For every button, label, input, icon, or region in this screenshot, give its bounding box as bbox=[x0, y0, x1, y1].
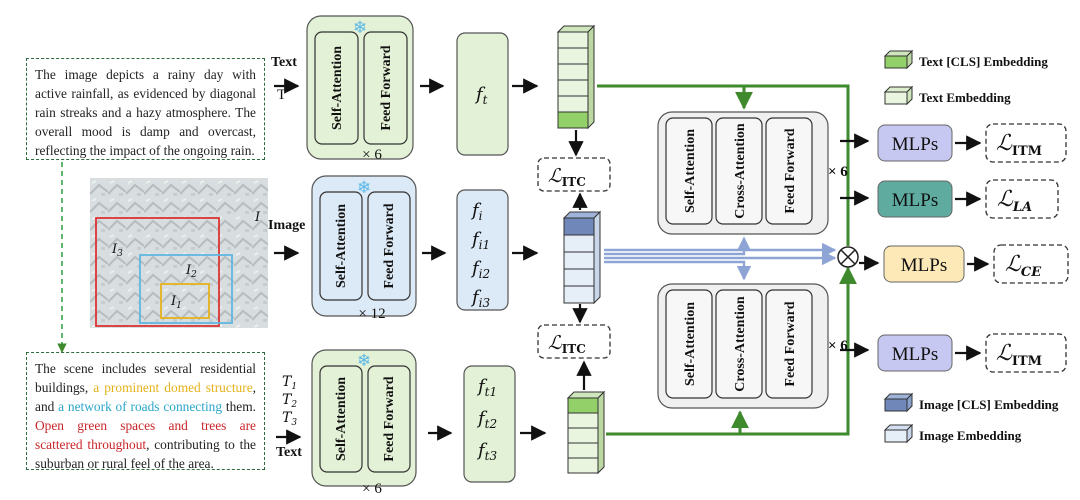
image-encoder: Self-Attention Feed Forward ❄ × 12 bbox=[311, 175, 417, 322]
svg-text:ℒCE: ℒCE bbox=[1005, 252, 1042, 280]
mlp-head-la: MLPs bbox=[877, 180, 953, 218]
top-caption-box: The image depicts a rainy day with activ… bbox=[26, 58, 265, 160]
self-attention-label: Self-Attention bbox=[334, 204, 349, 288]
frozen-snowflake-icon: ❄ bbox=[357, 178, 371, 197]
mlp-head-ce: MLPs bbox=[883, 245, 965, 283]
svg-text:MLPs: MLPs bbox=[892, 134, 938, 155]
text-encoder-top: Self-Attention Feed Forward ❄ × 6 bbox=[306, 15, 414, 163]
text-encoder-bottom: Self-Attention Feed Forward ❄ × 6 bbox=[311, 349, 417, 497]
region-label-i3: I3 bbox=[111, 242, 123, 259]
layer-count-x6: × 6 bbox=[828, 164, 848, 180]
text-input-label-bottom: Text bbox=[276, 445, 302, 460]
svg-text:MLPs: MLPs bbox=[892, 190, 938, 211]
region-label-i2: I2 bbox=[185, 263, 197, 280]
legend-image-emb: Image Embedding bbox=[883, 423, 1022, 444]
feature-ft-multi-box: ft1 ft2 ft3 bbox=[463, 365, 516, 483]
text-token-stack-bottom bbox=[566, 390, 606, 475]
image-input-label: Image bbox=[268, 218, 305, 233]
text-flow-lines bbox=[597, 84, 857, 436]
mlp-head-itm-top: MLPs bbox=[877, 124, 953, 162]
caption-plain-2: , and bbox=[35, 380, 257, 414]
self-attention-label: Self-Attention bbox=[334, 377, 349, 461]
feature-fi-box: fi fi1 fi2 fi3 bbox=[456, 189, 509, 311]
t3-label: T3 bbox=[282, 410, 297, 428]
self-attention-label: Self-Attention bbox=[330, 46, 345, 130]
fusion-multiply-node bbox=[837, 246, 859, 268]
region-box-i3 bbox=[95, 217, 220, 327]
svg-text:ℒITM: ℒITM bbox=[996, 131, 1042, 159]
aerial-image: I3 I2 I1 bbox=[90, 178, 268, 328]
legend-text-cls: Text [CLS] Embedding bbox=[883, 49, 1048, 70]
loss-la: ℒLA bbox=[985, 179, 1059, 219]
loss-itm-bottom: ℒITM bbox=[985, 333, 1067, 373]
svg-text:ℒITC: ℒITC bbox=[548, 332, 586, 356]
svg-text:ℒITM: ℒITM bbox=[996, 341, 1042, 369]
loss-itm-top: ℒITM bbox=[985, 123, 1067, 163]
feed-forward-label: Feed Forward bbox=[382, 203, 397, 288]
t1-label: T1 bbox=[282, 374, 297, 392]
feed-forward-label: Feed Forward bbox=[783, 301, 798, 386]
text-input-label: Text bbox=[271, 55, 297, 70]
frozen-snowflake-icon: ❄ bbox=[353, 18, 367, 37]
image-input-var: I bbox=[254, 210, 261, 225]
caption-highlight-roads: a network of roads connecting bbox=[58, 399, 223, 414]
svg-text:MLPs: MLPs bbox=[892, 344, 938, 365]
svg-text:ft3: ft3 bbox=[476, 440, 497, 463]
mlp-head-itm-bottom: MLPs bbox=[877, 334, 953, 372]
text-input-var: T bbox=[277, 87, 286, 103]
image-token-stack bbox=[562, 210, 602, 305]
caption-plain-1: The scene includes several residential b… bbox=[35, 361, 256, 395]
layer-count-x12: × 12 bbox=[358, 306, 385, 322]
cross-attention-label: Cross-Attention bbox=[733, 296, 748, 392]
feed-forward-label: Feed Forward bbox=[379, 45, 394, 130]
caption-plain-4: , contributing to the suburban or rural … bbox=[35, 437, 257, 471]
caption-plain-3: them. bbox=[222, 399, 256, 414]
region-box-i1 bbox=[160, 283, 210, 319]
layer-count-x6: × 6 bbox=[828, 338, 848, 354]
svg-text:ℒITC: ℒITC bbox=[548, 165, 586, 189]
svg-text:Text Embedding: Text Embedding bbox=[919, 90, 1011, 105]
layer-count-x6: × 6 bbox=[362, 481, 382, 497]
svg-text:ℒLA: ℒLA bbox=[997, 187, 1032, 215]
fusion-encoder-top: Self-Attention Cross-Attention Feed Forw… bbox=[657, 111, 848, 235]
region-box-i2 bbox=[139, 254, 233, 324]
self-attention-label: Self-Attention bbox=[683, 129, 698, 213]
self-attention-label: Self-Attention bbox=[683, 302, 698, 386]
loss-itc-top: ℒITC bbox=[537, 157, 611, 192]
feature-ft-box: ft bbox=[456, 32, 509, 156]
caption-highlight-domed: a prominent domed structure bbox=[93, 380, 253, 395]
fusion-encoder-bottom: Self-Attention Cross-Attention Feed Forw… bbox=[657, 283, 848, 409]
svg-text:Image [CLS] Embedding: Image [CLS] Embedding bbox=[919, 397, 1059, 412]
layer-count-x6: × 6 bbox=[362, 147, 382, 163]
t2-label: T2 bbox=[282, 392, 297, 410]
bottom-caption-box: The scene includes several residential b… bbox=[26, 352, 265, 471]
top-caption-text: The image depicts a rainy day with activ… bbox=[35, 67, 256, 158]
cross-attention-label: Cross-Attention bbox=[733, 123, 748, 219]
image-flow-lines bbox=[604, 236, 837, 281]
caption-highlight-green: Open green spaces and trees are scattere… bbox=[35, 418, 256, 452]
loss-itc-bottom: ℒITC bbox=[537, 324, 611, 359]
legend-text-emb: Text Embedding bbox=[883, 85, 1011, 106]
feed-forward-label: Feed Forward bbox=[382, 376, 397, 461]
frozen-snowflake-icon: ❄ bbox=[357, 351, 371, 370]
text-token-stack-top bbox=[556, 24, 596, 130]
loss-ce: ℒCE bbox=[993, 244, 1069, 284]
svg-text:Text [CLS] Embedding: Text [CLS] Embedding bbox=[919, 54, 1048, 69]
region-label-i1: I1 bbox=[170, 294, 182, 311]
svg-text:Image Embedding: Image Embedding bbox=[919, 428, 1022, 443]
feed-forward-label: Feed Forward bbox=[783, 128, 798, 213]
legend-image-cls: Image [CLS] Embedding bbox=[883, 392, 1059, 413]
svg-text:MLPs: MLPs bbox=[901, 255, 947, 276]
